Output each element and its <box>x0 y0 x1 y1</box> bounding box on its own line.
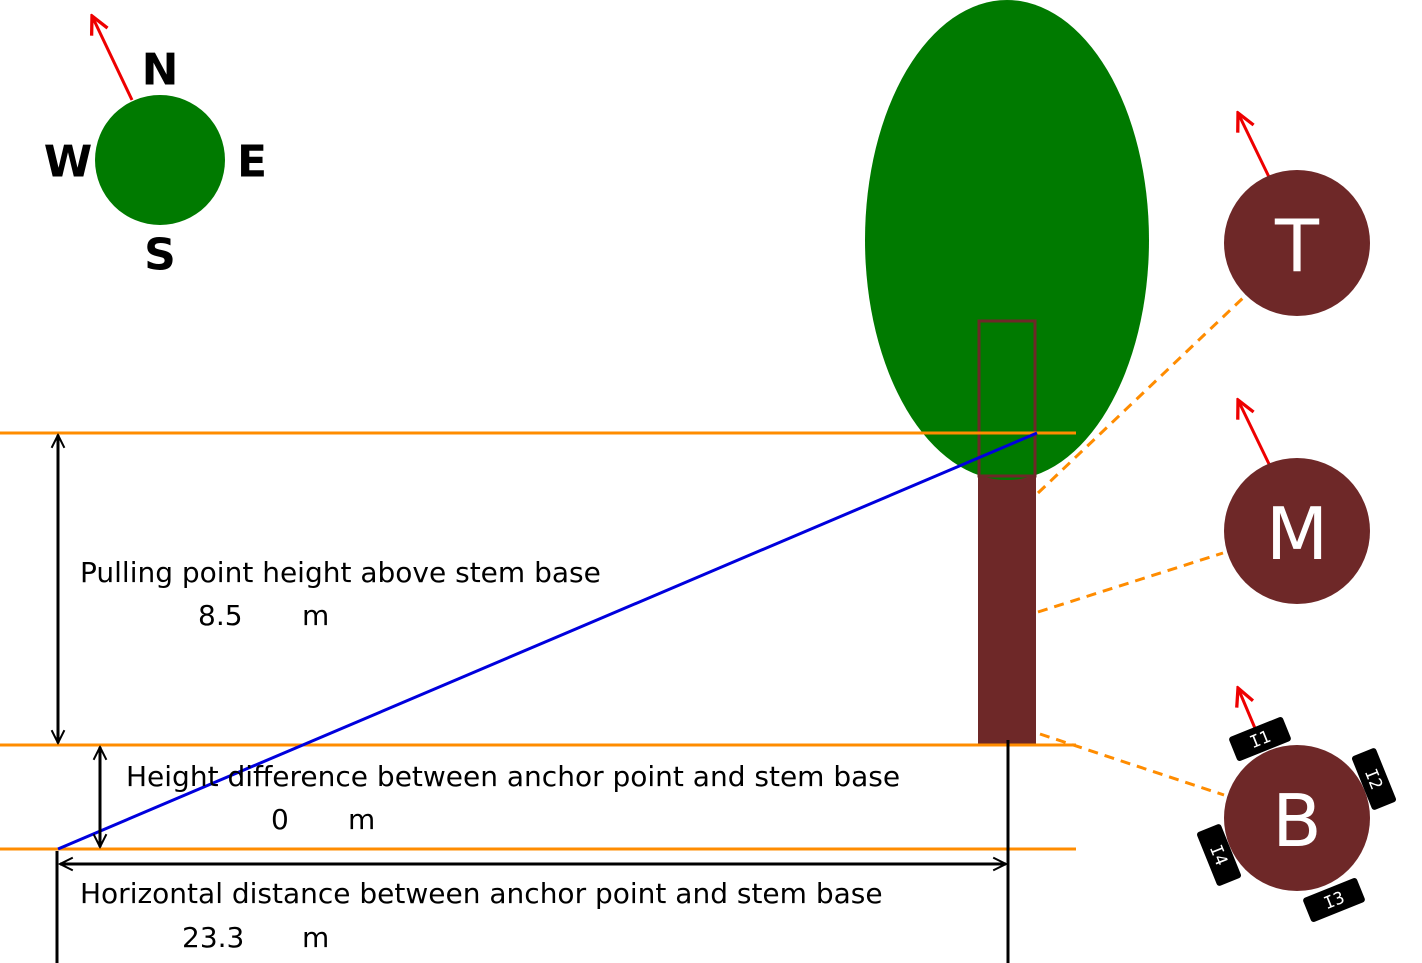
compass-circle <box>95 95 225 225</box>
connector-top-sensor <box>1036 295 1246 495</box>
north-arrow-icon <box>1238 400 1271 465</box>
top-sensor-label: T <box>1274 204 1320 288</box>
middle-sensor: M <box>1224 400 1370 604</box>
compass-south-label: S <box>144 230 176 281</box>
top-sensor-circle <box>1224 170 1370 316</box>
bottom-sensor: B I1 I2 I3 I4 <box>1196 688 1397 923</box>
pulling-rope <box>57 431 1038 851</box>
bottom-sensor-label: B <box>1272 779 1321 863</box>
compass-north-label: N <box>142 45 179 96</box>
connector-bottom-sensor <box>1039 732 1225 797</box>
tree-trunk <box>978 470 1036 745</box>
north-arrow-icon <box>1238 688 1259 734</box>
tree <box>865 0 1149 745</box>
pulling-height-value: 8.5 <box>198 599 243 632</box>
inclinometer-i3: I3 <box>1303 877 1365 923</box>
horizontal-distance-unit: m <box>302 921 329 954</box>
height-difference-value: 0 <box>271 803 289 836</box>
height-difference-label: Height difference between anchor point a… <box>126 760 900 793</box>
north-arrow-icon <box>92 16 134 101</box>
tree-crown <box>865 0 1149 480</box>
inclinometer-i1: I1 <box>1229 716 1291 762</box>
middle-sensor-label: M <box>1266 492 1328 576</box>
pulling-height-label: Pulling point height above stem base <box>80 556 601 589</box>
compass-east-label: E <box>237 137 267 188</box>
compass-west-label: W <box>44 137 93 188</box>
tree-trunk-outline <box>977 319 1037 478</box>
north-arrow-icon <box>1238 113 1271 178</box>
connector-middle-sensor <box>1037 551 1224 614</box>
inclinometer-i4: I4 <box>1196 824 1242 886</box>
horizontal-distance-label: Horizontal distance between anchor point… <box>80 877 883 910</box>
bottom-sensor-circle <box>1224 745 1370 891</box>
pulling-height-unit: m <box>302 599 329 632</box>
middle-sensor-circle <box>1224 458 1370 604</box>
horizontal-distance-value: 23.3 <box>182 921 244 954</box>
inclinometer-i2: I2 <box>1351 748 1397 810</box>
top-sensor: T <box>1224 113 1370 316</box>
height-difference-unit: m <box>348 803 375 836</box>
compass: N S E W <box>44 16 267 281</box>
